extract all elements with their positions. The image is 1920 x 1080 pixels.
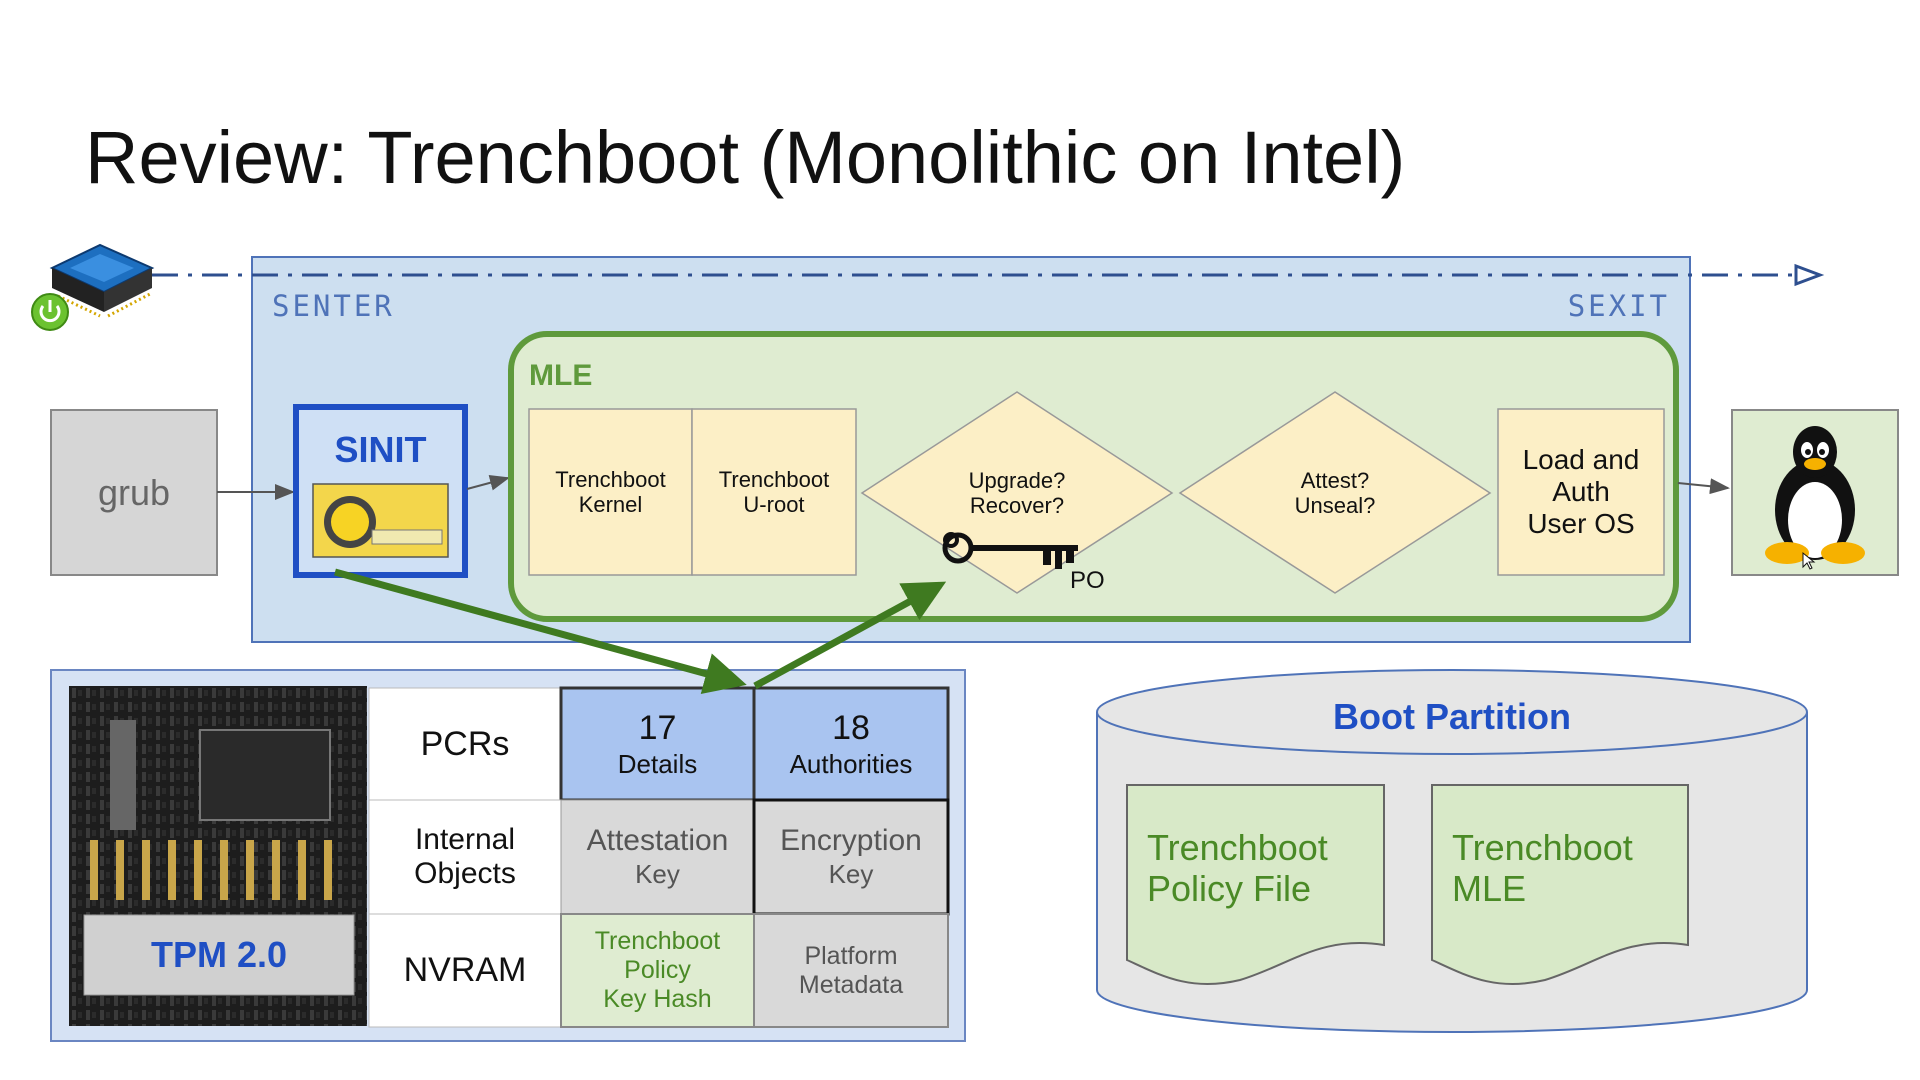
pcr18-to-key-arrow (753, 581, 947, 690)
mle-to-os-arrow (1677, 478, 1730, 495)
step-attest-diamond (1178, 391, 1492, 594)
encryption-key-cell (752, 798, 950, 916)
policy-hash-label: Trenchboot Policy Key Hash (594, 927, 721, 1013)
step-uroot-label: Trenchboot U-root (718, 466, 830, 517)
attestation-key-cell (560, 799, 755, 915)
tpm-chip-label: TPM 2.0 (150, 934, 288, 976)
nvram-cell (368, 913, 562, 1028)
po-label: PO (1070, 567, 1105, 595)
pcr17-number: 17 (638, 709, 677, 747)
encryption-text: Encryption (780, 824, 922, 858)
platform-metadata-label: Platform Metadata (798, 941, 904, 999)
step-kernel-box (528, 408, 693, 576)
pcr18-number: 18 (832, 709, 870, 747)
sinit-to-mle-arrow (466, 474, 510, 491)
step-load-label: Load and Auth User OS (1522, 443, 1640, 540)
attestation-key-label: Attestation Key (561, 800, 754, 914)
pcrs-cell (368, 687, 562, 801)
step-upgrade-diamond (860, 391, 1174, 594)
step-attest-label: Attest? Unseal? (1294, 467, 1376, 518)
policy-file-doc (1126, 784, 1385, 986)
pcr18-label: 18 Authorities (754, 688, 948, 800)
policy-file-label: Trenchboot Policy File (1147, 826, 1328, 909)
pcr17-text: Details (617, 748, 698, 779)
attestation-key-text: Key (635, 859, 680, 890)
nvram-label: NVRAM (403, 950, 527, 989)
senter-label: SENTER (272, 289, 395, 324)
attestation-text: Attestation (586, 824, 729, 858)
cursor-icon (1802, 551, 1816, 570)
grub-label: grub (97, 471, 171, 513)
tpm-photo (69, 686, 367, 1026)
sexit-label: SEXIT (1567, 289, 1670, 324)
cpu-chip-icon (49, 243, 155, 318)
tape-measure-icon (312, 483, 449, 558)
pcrs-text: PCRs (420, 724, 510, 763)
pcr18-text: Authorities (789, 748, 913, 779)
power-icon (31, 293, 69, 331)
internal-objects-cell (368, 799, 562, 915)
policy-hash-cell (560, 913, 755, 1028)
slide-title: Review: Trenchboot (Monolithic on Intel) (85, 116, 1406, 199)
internal-objects-label: Internal Objects (414, 822, 516, 891)
sinit-label: SINIT (334, 429, 427, 471)
encryption-key-label: Encryption Key (754, 800, 948, 914)
pcr17-label: 17 Details (561, 688, 754, 800)
pcrs-label: PCRs (369, 688, 561, 800)
step-upgrade-label: Upgrade? Recover? (968, 467, 1066, 518)
mle-label: MLE (529, 358, 593, 392)
mle-file-doc (1431, 784, 1689, 986)
boot-partition-title: Boot Partition (1333, 696, 1571, 738)
step-load-box (1497, 408, 1665, 576)
step-uroot-box (691, 408, 857, 576)
step-kernel-label: Trenchboot Kernel (555, 466, 666, 517)
tux-penguin-icon (1765, 426, 1865, 564)
timeline-arrowhead (1794, 263, 1825, 287)
platform-metadata-cell (753, 913, 949, 1028)
sinit-to-pcr17-arrow (334, 568, 747, 695)
encryption-key-text: Key (828, 859, 874, 890)
mle-file-label: Trenchboot MLE (1452, 826, 1633, 909)
key-icon (942, 532, 1078, 569)
